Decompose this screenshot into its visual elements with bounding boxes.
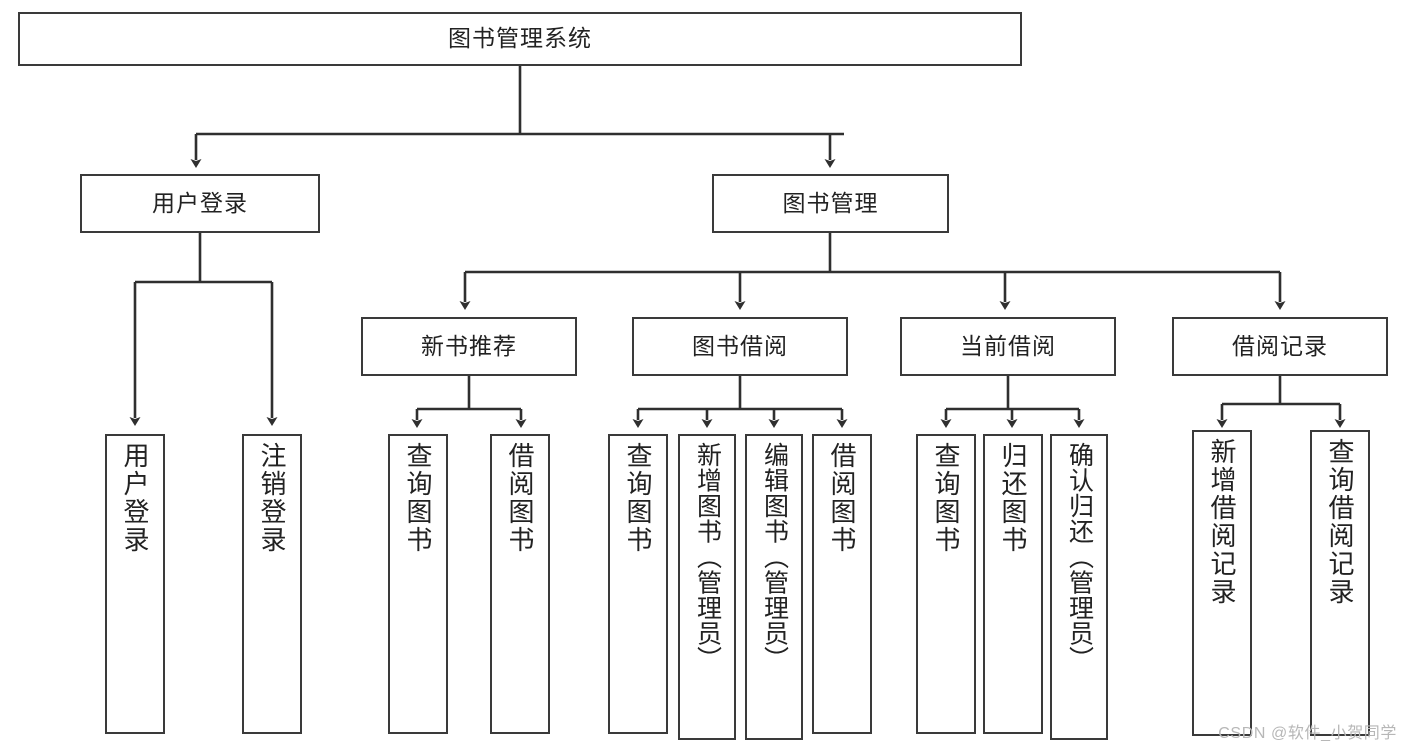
node-root[interactable]: 图书管理系统 (18, 12, 1022, 66)
node-leaf-edit-book[interactable]: 编辑图书（管理员） (745, 434, 803, 740)
node-book-borrow-label: 图书借阅 (692, 332, 788, 359)
node-new-book-recommend[interactable]: 新书推荐 (361, 317, 577, 376)
node-leaf-query-book-2[interactable]: 查询图书 (608, 434, 668, 734)
node-current-borrow-label: 当前借阅 (960, 332, 1056, 359)
node-leaf-query-book-1-label: 查询图书 (403, 442, 433, 554)
node-borrow-record-label: 借阅记录 (1232, 332, 1328, 359)
node-leaf-confirm-return-label: 确认归还（管理员） (1065, 442, 1094, 672)
node-leaf-borrow-book-2[interactable]: 借阅图书 (812, 434, 872, 734)
node-leaf-user-login[interactable]: 用户登录 (105, 434, 165, 734)
node-book-manage[interactable]: 图书管理 (712, 174, 949, 233)
node-root-label: 图书管理系统 (448, 25, 592, 52)
node-leaf-return-book-label: 归还图书 (998, 442, 1028, 554)
node-user-login-label: 用户登录 (152, 189, 248, 216)
node-leaf-add-book[interactable]: 新增图书（管理员） (678, 434, 736, 740)
node-leaf-query-record-label: 查询借阅记录 (1325, 438, 1355, 606)
node-book-borrow[interactable]: 图书借阅 (632, 317, 848, 376)
node-leaf-query-book-2-label: 查询图书 (623, 442, 653, 554)
node-user-login[interactable]: 用户登录 (80, 174, 320, 233)
node-book-manage-label: 图书管理 (782, 189, 879, 216)
node-borrow-record[interactable]: 借阅记录 (1172, 317, 1388, 376)
node-leaf-confirm-return[interactable]: 确认归还（管理员） (1050, 434, 1108, 740)
node-leaf-user-login-label: 用户登录 (120, 442, 150, 554)
node-leaf-query-record[interactable]: 查询借阅记录 (1310, 430, 1370, 736)
node-leaf-borrow-book-1-label: 借阅图书 (505, 442, 535, 554)
node-leaf-query-book-3[interactable]: 查询图书 (916, 434, 976, 734)
node-new-book-recommend-label: 新书推荐 (421, 332, 517, 359)
node-leaf-query-book-3-label: 查询图书 (931, 442, 961, 554)
node-leaf-borrow-book-2-label: 借阅图书 (827, 442, 857, 554)
node-leaf-add-book-label: 新增图书（管理员） (693, 442, 722, 672)
node-current-borrow[interactable]: 当前借阅 (900, 317, 1116, 376)
node-leaf-user-logout[interactable]: 注销登录 (242, 434, 302, 734)
node-leaf-add-record-label: 新增借阅记录 (1207, 438, 1237, 606)
node-leaf-return-book[interactable]: 归还图书 (983, 434, 1043, 734)
node-leaf-user-logout-label: 注销登录 (257, 442, 287, 554)
node-leaf-edit-book-label: 编辑图书（管理员） (760, 442, 789, 672)
node-leaf-borrow-book-1[interactable]: 借阅图书 (490, 434, 550, 734)
node-leaf-add-record[interactable]: 新增借阅记录 (1192, 430, 1252, 736)
node-leaf-query-book-1[interactable]: 查询图书 (388, 434, 448, 734)
